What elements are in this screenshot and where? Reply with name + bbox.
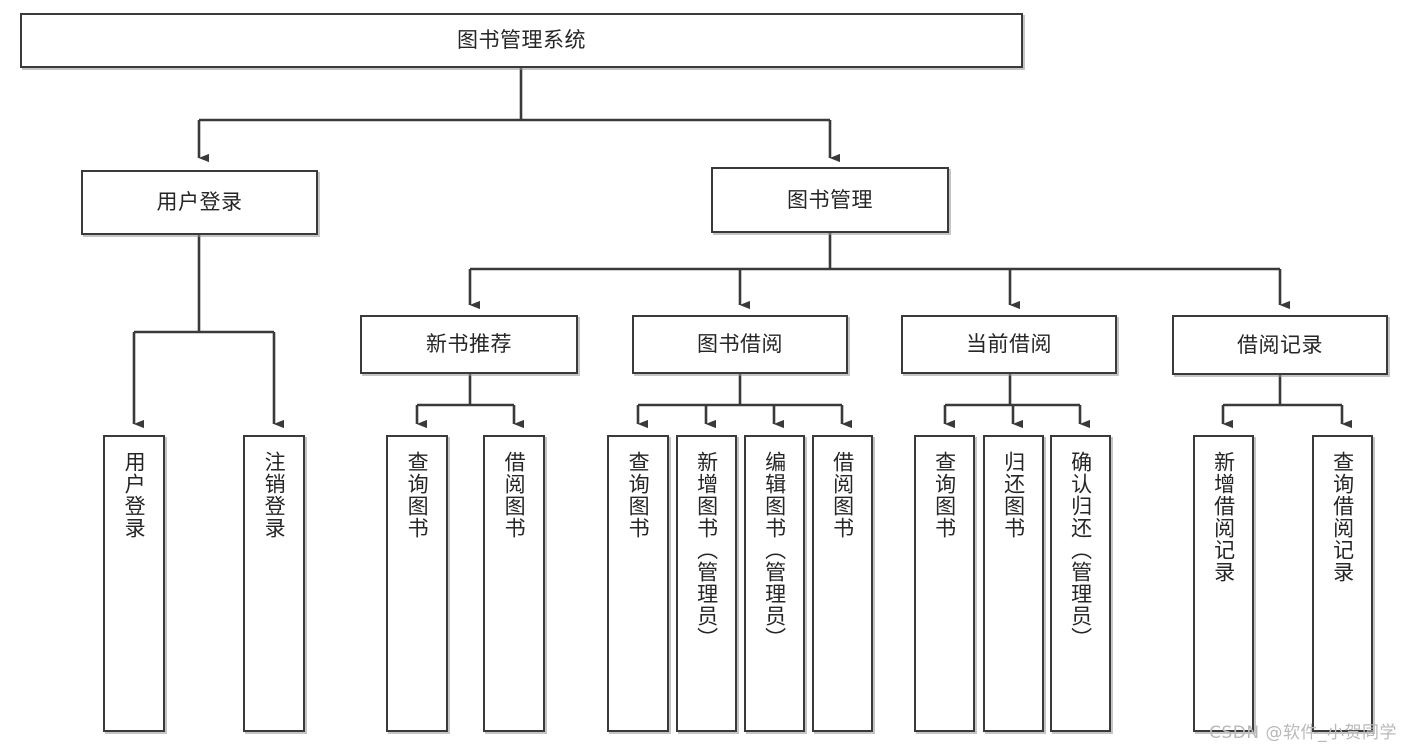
leaf-borrow-add-book[interactable]: 新增图书（管理员） <box>676 435 737 732</box>
leaf-user-login-signout-label: 注销登录 <box>262 451 287 539</box>
leaf-new-book-borrow[interactable]: 借阅图书 <box>483 435 545 732</box>
node-current-borrow[interactable]: 当前借阅 <box>901 315 1117 374</box>
leaf-record-add[interactable]: 新增借阅记录 <box>1193 435 1254 732</box>
leaf-borrow-add-book-label: 新增图书（管理员） <box>694 451 719 649</box>
leaf-borrow-edit-book[interactable]: 编辑图书（管理员） <box>744 435 805 732</box>
node-user-login-label: 用户登录 <box>156 190 243 215</box>
leaf-current-return-book-label: 归还图书 <box>1001 451 1026 539</box>
leaf-user-login-signin-label: 用户登录 <box>122 451 147 539</box>
leaf-current-confirm-return-label: 确认归还（管理员） <box>1068 451 1093 649</box>
leaf-current-query-book-label: 查询图书 <box>932 451 957 539</box>
leaf-borrow-borrow-book-label: 借阅图书 <box>830 451 855 539</box>
leaf-record-query[interactable]: 查询借阅记录 <box>1312 435 1373 732</box>
leaf-current-query-book[interactable]: 查询图书 <box>914 435 975 732</box>
watermark-text: CSDN @软件_小贺同学 <box>1209 723 1397 743</box>
node-book-management[interactable]: 图书管理 <box>711 167 949 233</box>
node-book-management-label: 图书管理 <box>787 187 873 212</box>
leaf-user-login-signout[interactable]: 注销登录 <box>243 435 305 732</box>
node-new-book-recommend-label: 新书推荐 <box>426 332 512 357</box>
node-book-borrow[interactable]: 图书借阅 <box>632 315 848 374</box>
leaf-borrow-borrow-book[interactable]: 借阅图书 <box>812 435 873 732</box>
node-book-borrow-label: 图书借阅 <box>697 332 783 357</box>
node-borrow-record[interactable]: 借阅记录 <box>1172 315 1388 375</box>
leaf-record-query-label: 查询借阅记录 <box>1330 451 1355 583</box>
leaf-borrow-query-book-label: 查询图书 <box>626 451 651 539</box>
leaf-new-book-borrow-label: 借阅图书 <box>502 451 527 539</box>
node-root[interactable]: 图书管理系统 <box>20 13 1023 68</box>
node-current-borrow-label: 当前借阅 <box>966 332 1052 357</box>
leaf-borrow-edit-book-label: 编辑图书（管理员） <box>762 451 787 649</box>
leaf-current-return-book[interactable]: 归还图书 <box>983 435 1044 732</box>
leaf-borrow-query-book[interactable]: 查询图书 <box>607 435 669 732</box>
leaf-current-confirm-return[interactable]: 确认归还（管理员） <box>1050 435 1111 732</box>
leaf-new-book-query-label: 查询图书 <box>405 451 430 539</box>
node-new-book-recommend[interactable]: 新书推荐 <box>360 315 578 374</box>
node-root-label: 图书管理系统 <box>457 28 586 53</box>
leaf-user-login-signin[interactable]: 用户登录 <box>103 435 165 732</box>
node-borrow-record-label: 借阅记录 <box>1237 332 1323 357</box>
leaf-new-book-query[interactable]: 查询图书 <box>386 435 448 732</box>
leaf-record-add-label: 新增借阅记录 <box>1211 451 1236 583</box>
node-user-login[interactable]: 用户登录 <box>81 170 318 235</box>
